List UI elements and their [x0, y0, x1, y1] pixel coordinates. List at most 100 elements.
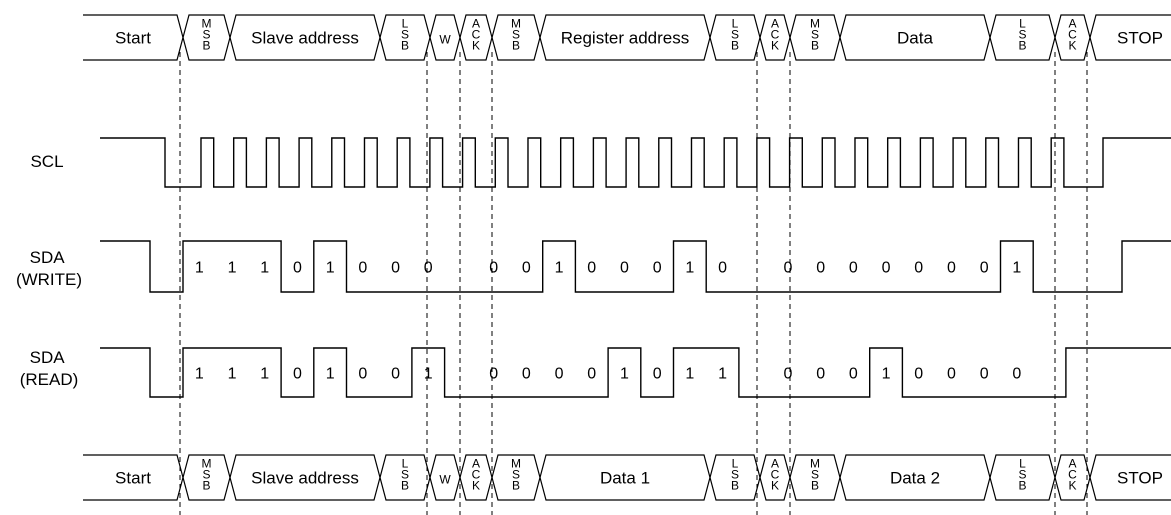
bit-label: 0 [522, 366, 531, 383]
bit-label: 0 [489, 260, 498, 277]
bit-label: 1 [228, 366, 237, 383]
bit-label: 1 [685, 260, 694, 277]
bit-label: 0 [783, 366, 792, 383]
bit-label: 0 [849, 260, 858, 277]
scl-label: SCL [30, 152, 63, 171]
bit-label: 0 [980, 366, 989, 383]
frame-label-register-address: Register address [561, 29, 690, 48]
bit-label: 1 [326, 260, 335, 277]
bit-label: 0 [358, 260, 367, 277]
sda-write-label: SDA (WRITE) [16, 248, 82, 289]
bit-label: 0 [882, 260, 891, 277]
bit-label: 0 [783, 260, 792, 277]
sda-read-label: SDA (READ) [20, 348, 79, 389]
bit-label: 0 [391, 366, 400, 383]
bit-label: 1 [260, 366, 269, 383]
bit-label: 0 [849, 366, 858, 383]
bit-label: 0 [718, 260, 727, 277]
bit-label: 0 [914, 366, 923, 383]
sda-write-signal: SDA (WRITE) 1 1 1 0 1 0 0 0 0 0 1 0 0 0 1 0 0 0 0 0 0 0 0 1 [16, 240, 1171, 293]
frame-label-slave-address: Slave address [251, 469, 359, 488]
bit-label: 1 [555, 260, 564, 277]
bit-label: 0 [653, 366, 662, 383]
bit-label: 0 [980, 260, 989, 277]
bit-label: 0 [358, 366, 367, 383]
bit-label: 0 [816, 366, 825, 383]
sda-read-bits: 1 1 1 0 1 0 0 1 0 0 0 0 1 0 1 1 0 0 0 1 0 0 0 0 [195, 366, 1021, 383]
bit-label: 0 [947, 366, 956, 383]
frame-label-w: W [439, 473, 451, 487]
sda-read-label-line-2: (READ) [20, 370, 79, 389]
bit-label: 0 [947, 260, 956, 277]
bit-label: 0 [620, 260, 629, 277]
sda-write-label-line-1: SDA [30, 248, 66, 267]
bit-label: 0 [489, 366, 498, 383]
bit-label: 1 [620, 366, 629, 383]
sda-read-signal: SDA (READ) 1 1 1 0 1 0 0 1 0 0 0 0 1 0 1 1 0 0 0 1 0 0 0 0 [20, 347, 1171, 398]
scl-waveform [100, 137, 1171, 188]
bit-label: 1 [326, 366, 335, 383]
bit-label: 0 [914, 260, 923, 277]
sda-write-bits: 1 1 1 0 1 0 0 0 0 0 1 0 0 0 1 0 0 0 0 0 0 0 0 1 [195, 260, 1021, 277]
frame-label-start: Start [115, 29, 151, 48]
bit-label: 0 [424, 260, 433, 277]
frame-label-stop: STOP [1117, 469, 1163, 488]
bit-label: 0 [587, 260, 596, 277]
frame-edge-bottom [83, 475, 1171, 501]
bit-label: 0 [1012, 366, 1021, 383]
sda-write-label-line-2: (WRITE) [16, 270, 82, 289]
bit-label: 1 [685, 366, 694, 383]
bit-label: 1 [195, 366, 204, 383]
bit-label: 0 [653, 260, 662, 277]
frame-label-data: Data [897, 29, 933, 48]
frame-label-w: W [439, 33, 451, 47]
bit-label: 0 [587, 366, 596, 383]
bit-label: 1 [228, 260, 237, 277]
bit-label: 0 [293, 366, 302, 383]
frame-label-stop: STOP [1117, 29, 1163, 48]
bit-label: 0 [522, 260, 531, 277]
sda-read-waveform [100, 347, 1171, 398]
bit-label: 0 [391, 260, 400, 277]
frame-edge-bottom [83, 35, 1171, 61]
bit-label: 1 [424, 366, 433, 383]
bit-label: 1 [260, 260, 269, 277]
frame-label-slave-address: Slave address [251, 29, 359, 48]
bit-label: 1 [718, 366, 727, 383]
frame-label-start: Start [115, 469, 151, 488]
bit-label: 0 [293, 260, 302, 277]
frame-label-data-1: Data 1 [600, 469, 650, 488]
guide-lines [179, 52, 1088, 515]
bit-label: 1 [1012, 260, 1021, 277]
scl-signal: SCL [30, 137, 1171, 188]
frame-edge-top [83, 14, 1171, 40]
frame-edge-top [83, 454, 1171, 480]
bit-label: 0 [555, 366, 564, 383]
bit-label: 0 [816, 260, 825, 277]
bit-label: 1 [195, 260, 204, 277]
frame-label-data-2: Data 2 [890, 469, 940, 488]
sda-write-waveform [100, 240, 1171, 293]
bit-label: 1 [882, 366, 891, 383]
